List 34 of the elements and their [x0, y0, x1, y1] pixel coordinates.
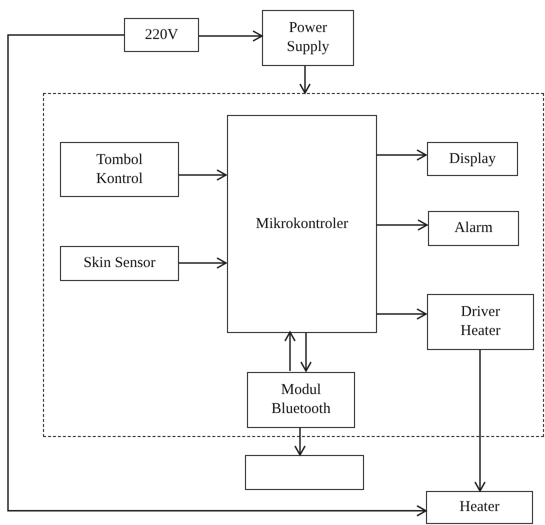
block-label: 220V: [144, 26, 178, 44]
block-box: [426, 491, 533, 524]
arrow: [376, 308, 427, 320]
block-label: Power Supply: [286, 19, 330, 57]
dashed-group-box: [43, 93, 544, 437]
block-box: [124, 18, 199, 52]
block-label: Display: [449, 150, 496, 168]
arrow: [7, 34, 427, 517]
block-box: [427, 142, 518, 176]
block-label: Modul Bluetooth: [270, 381, 332, 419]
block-label: Mikrokontroler: [256, 214, 348, 234]
block-box: [428, 211, 519, 246]
block-box: [60, 246, 179, 281]
block-box: [247, 372, 355, 428]
block-box: [227, 115, 377, 333]
block-label: Tombol Kontrol: [95, 150, 144, 188]
block-label: Skin Sensor: [83, 254, 156, 273]
empty-box: [245, 455, 364, 490]
block-label: Heater: [460, 498, 500, 517]
block-label: Driver Heater: [460, 303, 502, 341]
arrow: [474, 349, 486, 492]
arrow: [178, 257, 227, 269]
arrow: [294, 427, 306, 456]
arrow: [284, 331, 296, 371]
arrow: [376, 219, 428, 231]
arrow: [376, 149, 427, 161]
arrow: [199, 30, 263, 42]
block-box: [262, 10, 354, 66]
arrow: [178, 169, 227, 181]
block-box: [427, 294, 534, 350]
block-label: Alarm: [454, 219, 493, 238]
arrow: [300, 332, 312, 372]
block-box: [60, 142, 179, 197]
arrow: [299, 66, 311, 94]
